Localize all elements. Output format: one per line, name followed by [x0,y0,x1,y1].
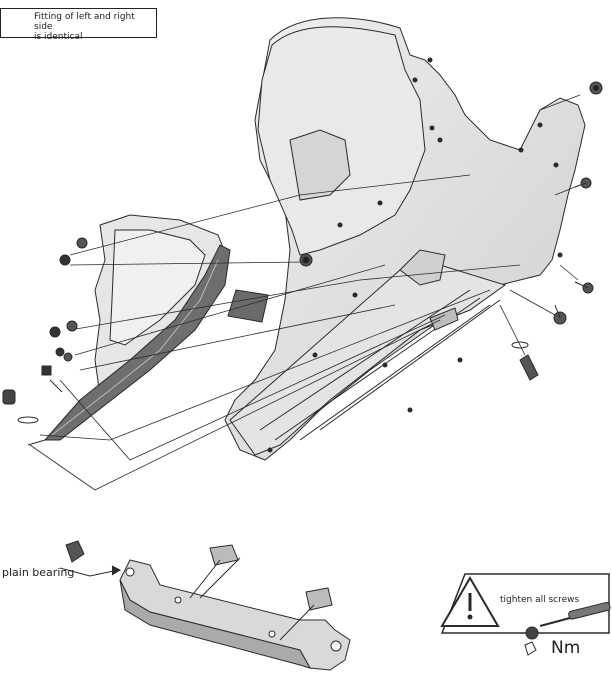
note-line-1: Fitting of left and right side [34,12,135,32]
skid-plate [224,17,586,461]
leader-lines [29,94,581,491]
left-side-panel [43,214,231,441]
mounting-bracket [59,540,351,671]
screws-right [511,81,603,381]
warning-panel [440,573,611,656]
torque-unit-label: Nm [551,638,581,658]
screws-left [2,237,88,446]
note-text: Fitting of left and right side is identi… [34,12,156,42]
tighten-label: tighten all screws [500,595,580,605]
note-line-2: is identical [34,32,83,42]
torque-wrench-icon [524,601,611,656]
rubber-pad [227,289,269,323]
note-box: Fitting of left and right side is identi… [0,8,157,42]
plain-bearing-label: plain bearing [2,566,75,579]
